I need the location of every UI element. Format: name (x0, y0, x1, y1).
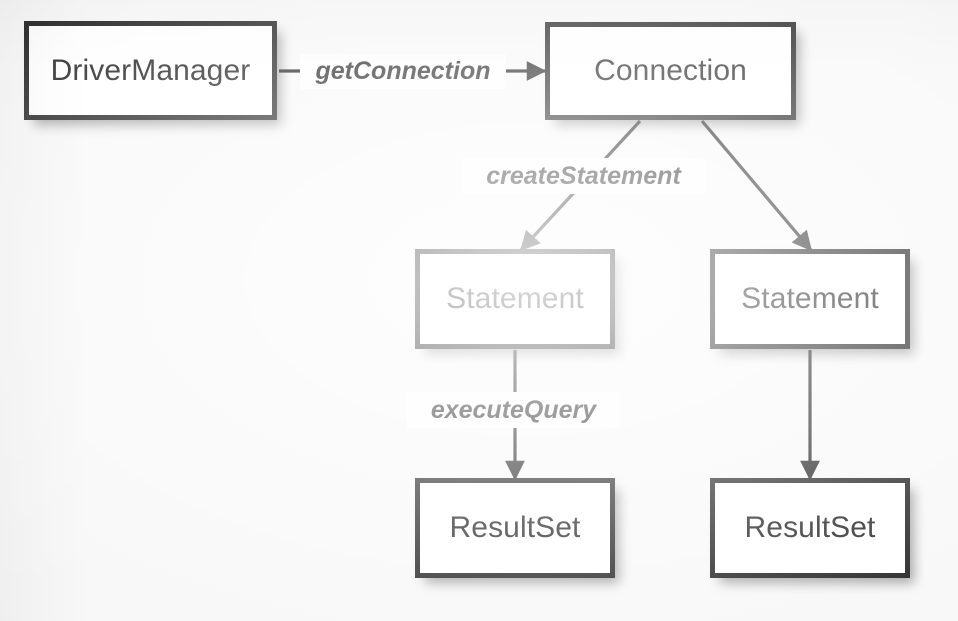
node-connection[interactable]: Connection (545, 22, 796, 120)
node-resultset-right[interactable]: ResultSet (710, 478, 910, 578)
node-label-statement-right: Statement (741, 282, 879, 315)
edge-label-create-statement: createStatement (462, 158, 705, 194)
edge-label-execute-query: executeQuery (407, 392, 620, 428)
edge-line-create-statement-2 (700, 119, 813, 252)
node-statement-right[interactable]: Statement (710, 249, 910, 349)
edge-label-get-connection: getConnection (300, 54, 506, 89)
node-label-resultset-right: ResultSet (744, 511, 876, 544)
node-resultset-left[interactable]: ResultSet (415, 478, 615, 578)
node-label-statement-left: Statement (446, 282, 584, 315)
node-label-resultset-left: ResultSet (449, 511, 581, 544)
node-label-connection: Connection (594, 54, 747, 87)
node-driver-manager[interactable]: DriverManager (24, 21, 277, 120)
node-statement-left[interactable]: Statement (415, 249, 615, 349)
node-label-driver-manager: DriverManager (50, 53, 251, 87)
